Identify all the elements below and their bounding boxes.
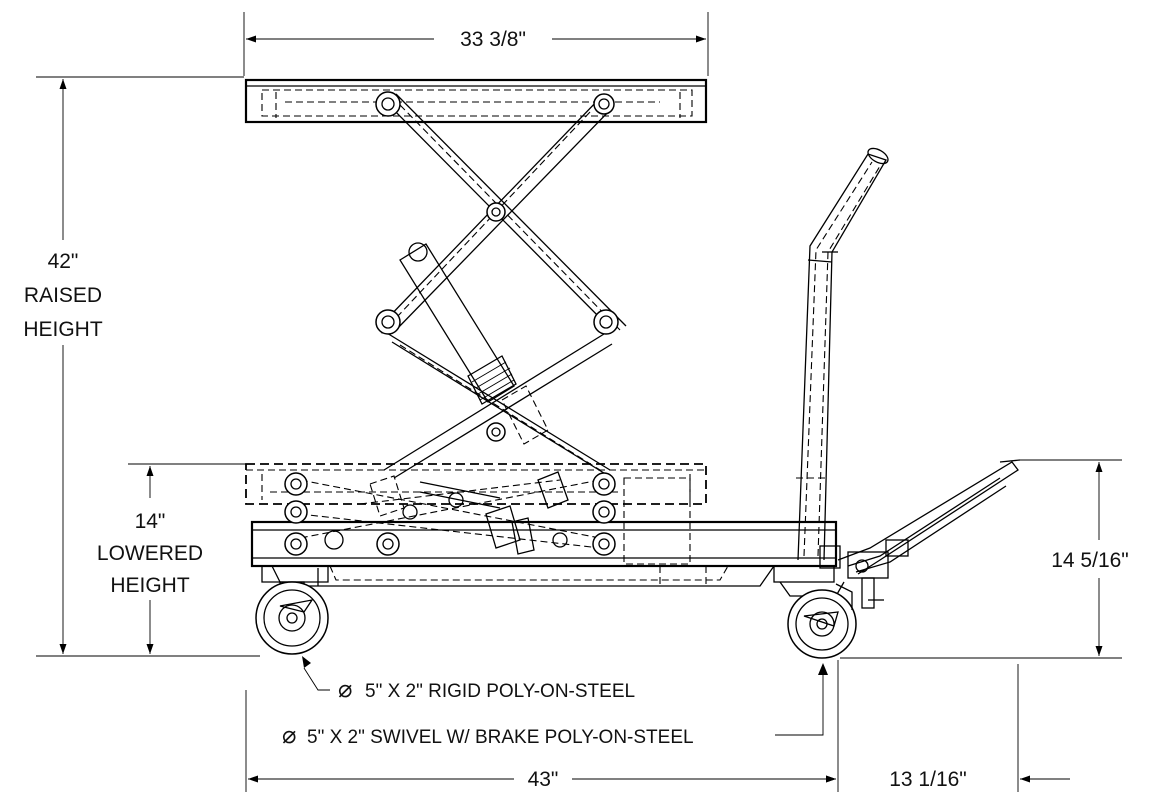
swivel-caster xyxy=(773,565,857,659)
dim-raised-line1: RAISED xyxy=(24,284,102,307)
callout-rigid-diameter-symbol: ⌀ xyxy=(338,676,352,703)
callout-rigid-label: 5" X 2" RIGID POLY-ON-STEEL xyxy=(365,681,635,702)
hydraulic-cylinder-raised xyxy=(399,242,549,445)
dim-handle-length: 13 1/16" xyxy=(800,664,1070,792)
lowered-pivots xyxy=(284,472,616,556)
dim-wheelbase: 43" xyxy=(245,660,839,792)
dim-handle-length-label: 13 1/16" xyxy=(889,768,967,791)
dim-raised-line2: HEIGHT xyxy=(23,318,103,341)
dim-top-width: 33 3/8" xyxy=(243,12,709,76)
raised-platform xyxy=(244,78,708,124)
callout-swivel-label: 5" X 2" SWIVEL W/ BRAKE POLY-ON-STEEL xyxy=(307,727,694,748)
callout-swivel-diameter-symbol: ⌀ xyxy=(282,722,296,749)
scissor-pivots xyxy=(375,91,619,442)
push-handle xyxy=(796,147,889,561)
dim-wheelbase-label: 43" xyxy=(528,768,559,791)
callout-rigid-caster: ⌀ 5" X 2" RIGID POLY-ON-STEEL xyxy=(302,656,635,703)
rigid-caster xyxy=(255,566,329,655)
dim-handle-height-label: 14 5/16" xyxy=(1051,549,1129,572)
scissor-arms-raised xyxy=(379,93,627,479)
dim-handle-height: 14 5/16" xyxy=(840,459,1129,659)
foot-pump-pedal xyxy=(837,459,1021,609)
dim-lowered-height: 14" LOWERED HEIGHT xyxy=(97,463,246,654)
dim-top-width-label: 33 3/8" xyxy=(460,28,526,51)
dim-raised-value: 42" xyxy=(48,250,79,273)
dim-lowered-line2: HEIGHT xyxy=(110,574,190,597)
dim-lowered-line1: LOWERED xyxy=(97,542,203,565)
dim-lowered-value: 14" xyxy=(135,510,166,533)
callout-swivel-caster: ⌀ 5" X 2" SWIVEL W/ BRAKE POLY-ON-STEEL xyxy=(282,663,828,749)
dim-raised-height: 42" RAISED HEIGHT xyxy=(23,76,260,657)
base-frame xyxy=(250,520,841,587)
lowered-platform xyxy=(245,463,707,565)
